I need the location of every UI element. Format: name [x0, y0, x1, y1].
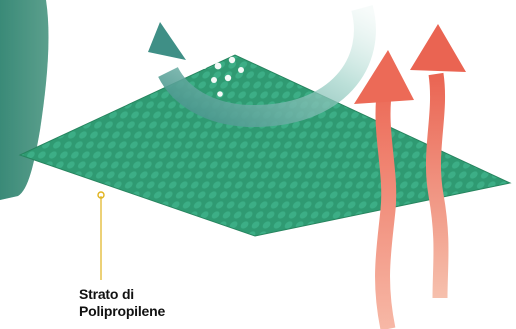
layer-callout [98, 192, 104, 280]
layer-label: Strato di Polipropilene [79, 286, 165, 320]
layer-label-line2: Polipropilene [79, 303, 165, 320]
layer-label-line1: Strato di [79, 286, 165, 303]
fabric-sample [0, 0, 48, 200]
